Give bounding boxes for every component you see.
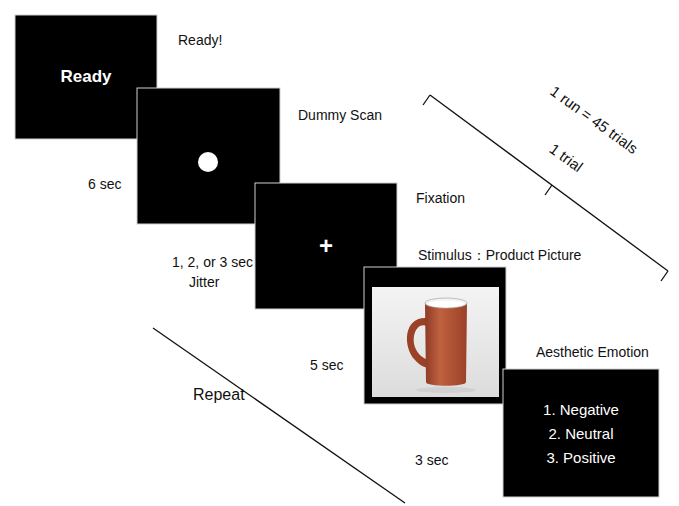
- fixation-screen-box: +: [255, 183, 397, 309]
- screen-text: 3. Positive: [546, 449, 615, 466]
- step-label: Ready!: [178, 32, 222, 49]
- step-label: Jitter: [189, 274, 219, 291]
- fixation-dot: [198, 152, 218, 172]
- step-label: Dummy Scan: [298, 107, 382, 124]
- ready-screen-box: Ready: [15, 15, 157, 139]
- response-screen: [503, 369, 659, 497]
- response-screen-box: 1. Negative 2. Neutral 3. Positive: [503, 369, 659, 497]
- step-label: 1, 2, or 3 sec: [172, 254, 253, 271]
- step-label: 6 sec: [88, 176, 121, 193]
- screen-text: Ready: [60, 67, 111, 87]
- mug-picture: [407, 298, 476, 393]
- screen-text: 2. Neutral: [548, 425, 613, 442]
- screen-text: +: [319, 232, 333, 260]
- step-label: 3 sec: [415, 452, 448, 469]
- bracket-label: 1 trial: [546, 140, 586, 176]
- step-label: 5 sec: [310, 357, 343, 374]
- repeat-line: [153, 328, 405, 503]
- step-label: Fixation: [416, 190, 465, 207]
- product-photo: [372, 287, 499, 397]
- step-label: Repeat: [193, 385, 245, 404]
- ready-screen: [15, 15, 157, 139]
- screen-text: 1. Negative: [543, 401, 619, 418]
- step-label: Aesthetic Emotion: [536, 344, 649, 361]
- stimulus-screen: [364, 267, 506, 404]
- step-label: Stimulus：Product Picture: [418, 247, 581, 264]
